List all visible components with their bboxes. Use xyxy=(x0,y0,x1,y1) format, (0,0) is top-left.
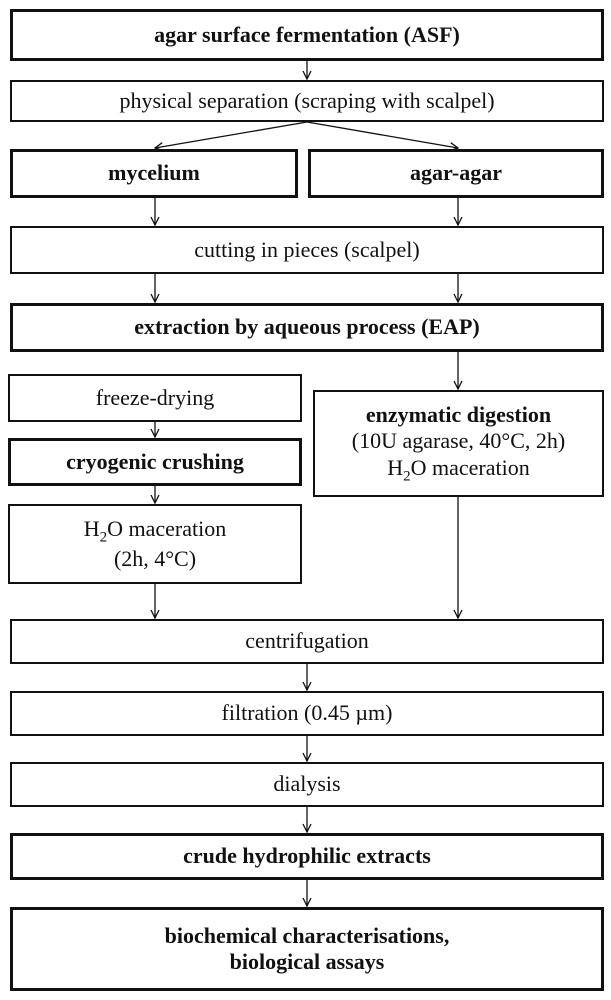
step-mycelium: mycelium xyxy=(10,149,298,198)
step-agar-agar: agar-agar xyxy=(308,149,604,198)
step-centrifugation: centrifugation xyxy=(10,619,604,664)
enzymatic-h2o-maceration: H2O maceration xyxy=(387,454,530,485)
h2o-maceration-conditions: (2h, 4°C) xyxy=(113,546,197,571)
step-dialysis: dialysis xyxy=(10,762,604,807)
step-asf: agar surface fermentation (ASF) xyxy=(10,9,604,61)
arrow-separation-agar xyxy=(306,121,458,148)
step-physical-separation: physical separation (scraping with scalp… xyxy=(10,80,604,122)
arrow-separation-mycelium xyxy=(155,121,308,148)
enzymatic-conditions: (10U agarase, 40°C, 2h) xyxy=(351,428,566,454)
step-freeze-drying: freeze-drying xyxy=(8,374,302,422)
step-cryogenic-crushing: cryogenic crushing xyxy=(8,438,302,486)
step-crude-extracts: crude hydrophilic extracts xyxy=(10,833,604,880)
step-cutting: cutting in pieces (scalpel) xyxy=(10,226,604,274)
h2o-maceration-label: H2O maceration xyxy=(83,515,227,545)
step-eap: extraction by aqueous process (EAP) xyxy=(10,303,604,352)
step-biochemical-characterisations: biochemical characterisations, biologica… xyxy=(10,907,604,991)
step-filtration: filtration (0.45 µm) xyxy=(10,691,604,736)
step-h2o-maceration-left: H2O maceration (2h, 4°C) xyxy=(8,504,302,584)
enzymatic-title: enzymatic digestion xyxy=(365,401,552,427)
step-enzymatic-digestion: enzymatic digestion (10U agarase, 40°C, … xyxy=(313,390,604,497)
